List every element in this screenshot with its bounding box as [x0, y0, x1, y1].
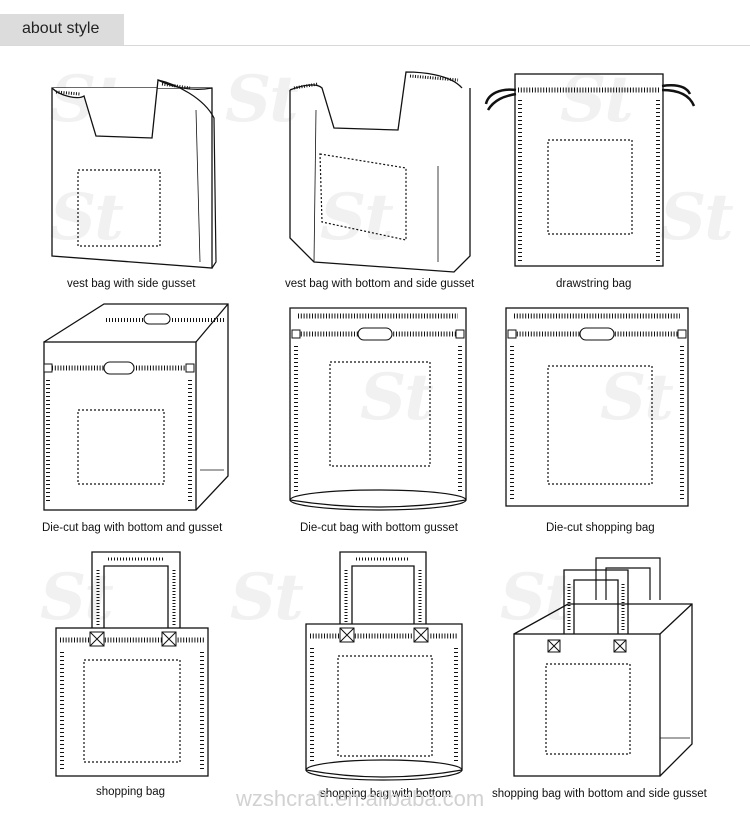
caption-shopping-bag: shopping bag — [96, 786, 166, 798]
section-title: about style — [22, 20, 100, 37]
caption-die-cut-bag-bottom: Die-cut bag with bottom gusset — [300, 522, 458, 534]
watermark-logo: St — [500, 560, 574, 635]
caption-shopping-bag-bottom: shopping bag with bottom — [320, 788, 452, 800]
watermark-logo: St — [225, 62, 299, 137]
caption-vest-bag-bottom-side-gusset: vest bag with bottom and side gusset — [285, 278, 475, 290]
site-watermark: wzshcraft.en.alibaba.com — [236, 786, 485, 811]
caption-shopping-bag-bottom-side-gusset: shopping bag with bottom and side gusset — [492, 788, 707, 800]
watermark-logo: St — [600, 360, 674, 435]
watermark-logo: St — [660, 180, 734, 255]
caption-die-cut-shopping-bag: Die-cut shopping bag — [546, 522, 655, 534]
section-tab: about style — [0, 14, 124, 46]
watermark-logo: St — [40, 560, 114, 635]
header-divider — [0, 45, 750, 46]
watermark-logo: St — [230, 560, 304, 635]
watermark-logo: St — [360, 360, 434, 435]
caption-vest-bag-side-gusset: vest bag with side gusset — [67, 278, 196, 290]
caption-die-cut-bag-bottom-gusset: Die-cut bag with bottom and gusset — [42, 522, 223, 534]
watermark-logo: St — [50, 180, 124, 255]
caption-drawstring-bag: drawstring bag — [556, 278, 632, 290]
watermark-logo: St — [320, 180, 394, 255]
